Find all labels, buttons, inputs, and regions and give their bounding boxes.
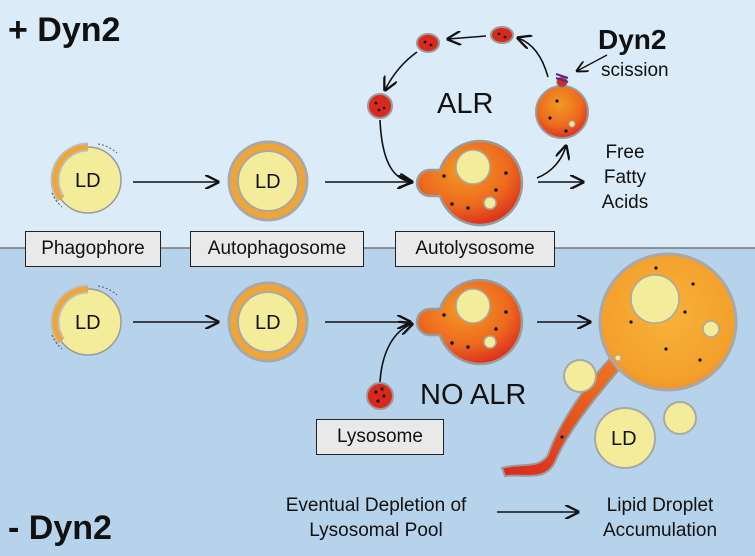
autophagosome-bottom [227, 281, 309, 363]
depletion-line-1: Eventual Depletion of [285, 495, 467, 516]
autolysosome-bottom [415, 278, 524, 366]
plus-dyn2-region [0, 0, 755, 248]
ld-label-accumulated: LD [611, 428, 637, 450]
ld-label-autophagosome-top: LD [255, 171, 281, 193]
phagophore-bottom [50, 284, 122, 356]
stage-autophagosome: Autophagosome [190, 231, 364, 267]
reformed-lysosome-budding [535, 73, 589, 139]
alr-label: ALR [437, 88, 494, 120]
ld-label-autophagosome-bottom: LD [255, 312, 281, 334]
arrow-alr-cycle-3 [385, 51, 418, 90]
minus-dyn2-header: - Dyn2 [8, 509, 112, 547]
scission-label: scission [601, 60, 669, 81]
plus-dyn2-header: + Dyn2 [8, 11, 121, 49]
accumulation-line-1: Lipid Droplet [606, 495, 714, 516]
accumulation-line-2: Accumulation [602, 520, 718, 541]
proto-lysosome-1 [490, 26, 514, 44]
lipid-droplet-small-1 [563, 359, 597, 393]
lipid-droplet-small-2 [663, 401, 697, 435]
no-alr-label: NO ALR [420, 379, 527, 411]
ld-label-phagophore-bottom: LD [75, 312, 101, 334]
autophagosome-top [227, 140, 309, 222]
arrow-to-scission [536, 146, 566, 179]
lipid-droplet-large [594, 407, 656, 469]
ffa-line-1: Free [605, 142, 645, 163]
lysosome-bottom [366, 382, 394, 410]
phagophore-top [50, 142, 122, 214]
arrow-alr-cycle-1 [518, 38, 549, 78]
ffa-line-3: Acids [601, 192, 649, 213]
proto-lysosome-3 [367, 93, 393, 119]
proto-lysosome-2 [416, 33, 440, 53]
arrow-lysosome-fusion-top [379, 119, 412, 182]
dyn2-label: Dyn2 [598, 24, 667, 55]
arrow-dyn2-pointer [577, 54, 608, 71]
stage-phagophore: Phagophore [25, 231, 161, 267]
ld-label-phagophore-top: LD [75, 170, 101, 192]
arrow-alr-cycle-2 [448, 36, 487, 39]
arrow-lysosome-fusion-bottom [379, 324, 412, 383]
depletion-line-2: Lysosomal Pool [309, 520, 443, 541]
ffa-line-2: Fatty [603, 167, 647, 188]
stage-autolysosome: Autolysosome [395, 231, 555, 267]
autolysosome-top [415, 139, 524, 227]
stage-lysosome: Lysosome [316, 419, 444, 455]
